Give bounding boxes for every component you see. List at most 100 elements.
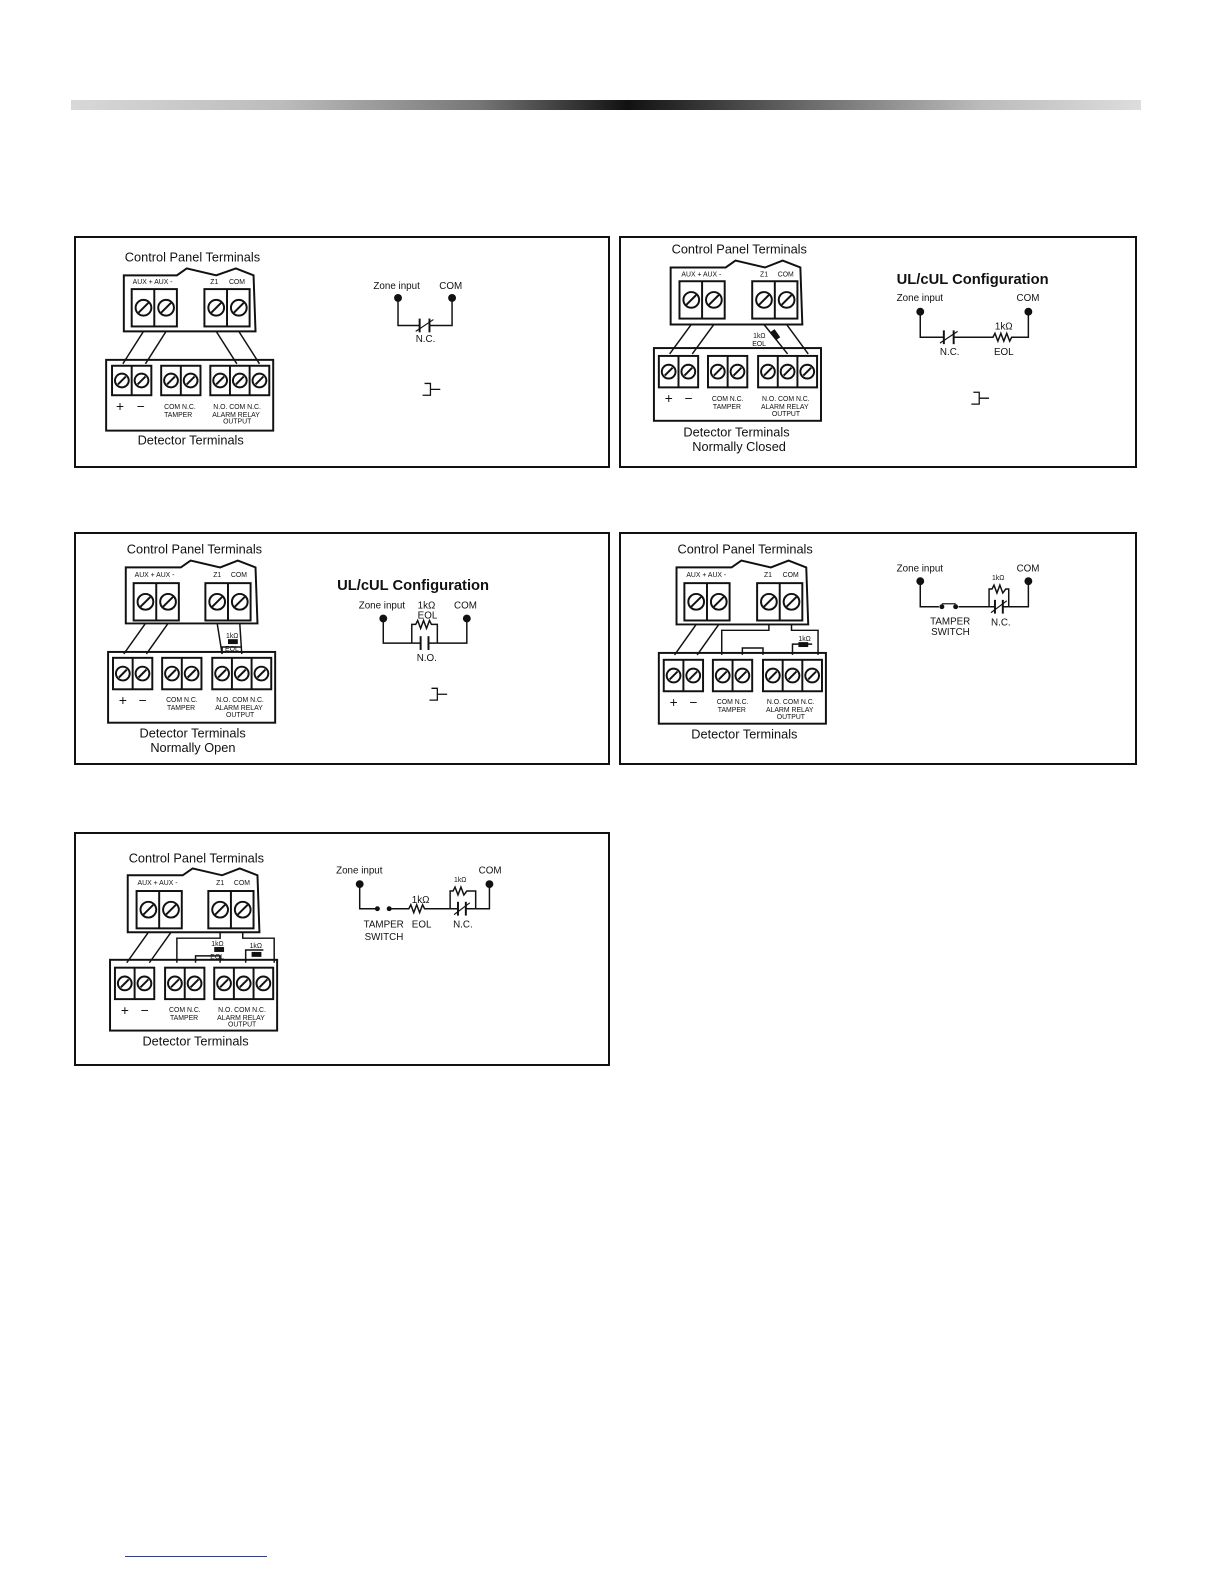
det-label-alarm-top: N.O. COM N.C. <box>767 699 815 706</box>
det-label-alarm-relay: ALARM RELAY <box>217 1015 265 1022</box>
det-terminals-tamper <box>161 656 203 691</box>
wires <box>123 623 243 655</box>
sch-com: COM <box>1017 563 1040 574</box>
wiring-panel-tamper: Control Panel Terminals AUX + AUX - Z1 C… <box>619 532 1137 765</box>
detector-title: Detector Terminals <box>142 1033 248 1048</box>
sch-resistor: 1kΩ <box>995 321 1013 332</box>
cp-label-z1: Z1 <box>760 271 768 278</box>
control-panel-outline <box>122 267 257 333</box>
sch-nc: N.C. <box>940 347 960 358</box>
det-terminals-power <box>662 658 705 693</box>
detector-outline <box>652 347 822 422</box>
det-terminals-power <box>112 656 154 691</box>
small-glyph-icon <box>429 687 448 701</box>
det-terminals-tamper <box>707 354 749 389</box>
cp-label-com: COM <box>229 279 245 286</box>
sch-resistor-eol: 1kΩ <box>412 895 430 906</box>
control-panel-title: Control Panel Terminals <box>672 242 807 257</box>
sch-zone-input: Zone input <box>897 293 944 304</box>
wiring-diagram-no-ul: Control Panel Terminals AUX + AUX - Z1 C… <box>107 542 489 755</box>
det-label-plus: + <box>119 693 127 708</box>
control-panel-outline <box>126 867 261 934</box>
cp-label-com: COM <box>778 271 794 278</box>
eol-label: EOL <box>225 646 239 653</box>
det-label-minus: − <box>137 399 145 414</box>
detector-outline <box>657 651 827 725</box>
det-label-minus: − <box>684 391 692 406</box>
eol-resistor-label: 1kΩ <box>753 333 765 340</box>
detector-subtitle: Normally Closed <box>692 439 786 454</box>
detector-outline <box>105 358 275 432</box>
detector-outline <box>107 650 277 724</box>
cp-terminal-block-aux <box>135 890 183 930</box>
eol-resistor-icon <box>227 639 238 645</box>
det-label-alarm-top: N.O. COM N.C. <box>762 396 810 403</box>
control-panel-outline <box>124 559 259 625</box>
cp-label-com: COM <box>234 880 250 887</box>
cp-terminal-block-zone <box>204 582 252 622</box>
ul-config-title: UL/cUL Configuration <box>337 578 489 594</box>
det-terminals-alarm-relay <box>757 354 819 389</box>
footer-link-underline[interactable] <box>125 1556 267 1557</box>
control-panel-outline <box>669 259 804 326</box>
det-terminals-power <box>113 966 156 1001</box>
sch-eol: EOL <box>994 347 1014 358</box>
schematic-tamper-nc: Zone input COM 1kΩ TAMPER SWITCH N.C. <box>897 563 1040 638</box>
control-panel-title: Control Panel Terminals <box>125 250 260 265</box>
sch-eol: EOL <box>418 611 438 622</box>
det-label-tamper: TAMPER <box>167 705 195 712</box>
detector-subtitle: Normally Open <box>150 740 235 755</box>
det-label-tamper: TAMPER <box>164 412 192 419</box>
wiring-diagram-nc: Control Panel Terminals AUX + AUX - Z1 C… <box>105 250 462 447</box>
wiring-panel-tamper-eol: Control Panel Terminals AUX + AUX - Z1 C… <box>74 832 610 1066</box>
header-gradient-bar <box>71 100 1141 110</box>
sch-zone-input: Zone input <box>336 865 383 876</box>
det-label-output: OUTPUT <box>226 712 255 719</box>
det-label-alarm-top: N.O. COM N.C. <box>218 1007 266 1014</box>
det-label-plus: + <box>670 695 678 710</box>
wiring-diagram-tamper: Control Panel Terminals AUX + AUX - Z1 C… <box>657 542 1040 741</box>
det-label-tamper-top: COM N.C. <box>169 1007 201 1014</box>
cp-label-aux: AUX + AUX - <box>133 279 173 286</box>
det-terminals-alarm-relay <box>211 656 273 691</box>
sch-com: COM <box>1017 293 1040 304</box>
relay-resistor-label: 1kΩ <box>250 943 262 950</box>
det-terminals-power <box>657 354 700 389</box>
sch-switch: SWITCH <box>365 932 404 943</box>
det-label-alarm-relay: ALARM RELAY <box>761 404 809 411</box>
cp-label-z1: Z1 <box>764 572 772 579</box>
det-label-minus: − <box>139 693 147 708</box>
relay-resistor-icon <box>251 951 262 957</box>
det-terminals-alarm-relay <box>762 658 823 693</box>
cp-terminal-block-aux <box>683 582 731 622</box>
cp-label-aux: AUX + AUX - <box>681 271 721 278</box>
wires <box>669 324 809 355</box>
control-panel-title: Control Panel Terminals <box>678 542 813 557</box>
det-label-tamper-top: COM N.C. <box>164 404 196 411</box>
cp-label-com: COM <box>231 572 247 579</box>
det-label-plus: + <box>665 391 673 406</box>
cp-terminal-block-zone <box>203 288 251 328</box>
relay-resistor-icon <box>798 642 809 648</box>
cp-label-com: COM <box>783 572 799 579</box>
sch-switch: SWITCH <box>931 627 970 638</box>
det-label-plus: + <box>116 399 124 414</box>
sch-resistor: 1kΩ <box>418 601 436 612</box>
cp-label-aux: AUX + AUX - <box>135 572 175 579</box>
det-label-alarm-relay: ALARM RELAY <box>215 705 263 712</box>
wiring-diagram-tamper-eol: Control Panel Terminals AUX + AUX - Z1 C… <box>109 851 502 1048</box>
sch-nc: N.C. <box>453 919 473 930</box>
relay-resistor-label: 1kΩ <box>798 636 810 643</box>
det-label-tamper-top: COM N.C. <box>717 699 749 706</box>
sch-com: COM <box>439 281 462 292</box>
wiring-panel-no-ul: Control Panel Terminals AUX + AUX - Z1 C… <box>74 532 610 765</box>
cp-label-aux: AUX + AUX - <box>138 880 178 887</box>
small-glyph-icon <box>971 391 990 405</box>
wiring-panel-nc-ul: Control Panel Terminals AUX + AUX - Z1 C… <box>619 236 1137 468</box>
cp-label-aux: AUX + AUX - <box>686 572 726 579</box>
detector-title: Detector Terminals <box>691 726 797 741</box>
det-label-minus: − <box>141 1003 149 1018</box>
det-label-output: OUTPUT <box>228 1022 257 1029</box>
eol-resistor-label: 1kΩ <box>211 941 223 948</box>
eol-resistor-icon <box>214 947 225 952</box>
